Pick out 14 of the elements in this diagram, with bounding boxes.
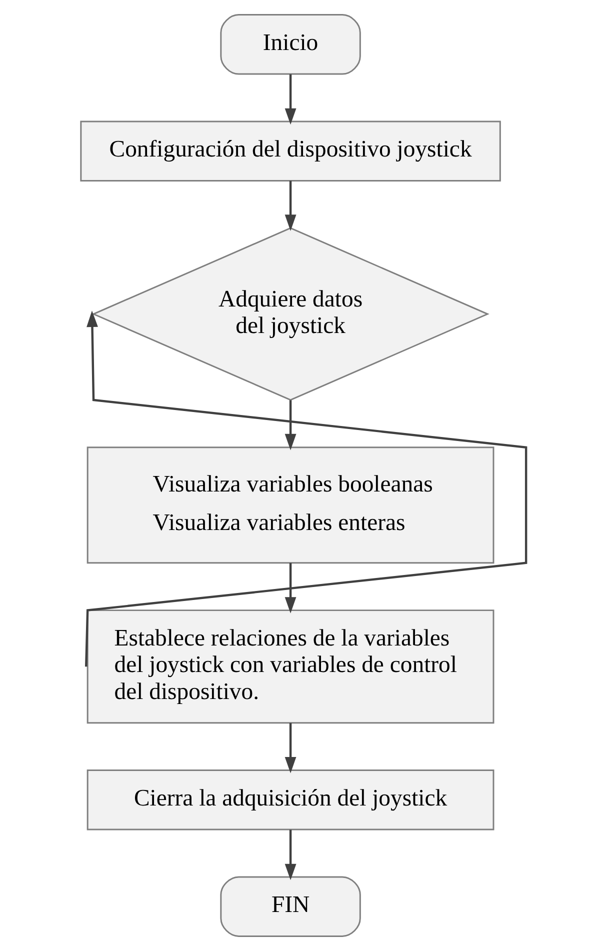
node-box: Establece relaciones de la variables del joystick con variables de control del dispositivo.	[86, 610, 494, 724]
node-box: Visualiza variables booleanas Visualiza variables enteras	[86, 446, 494, 564]
arrow	[284, 830, 296, 880]
arrow	[284, 562, 296, 614]
node-diamond: Adquiere datos del joystick	[91, 227, 489, 401]
arrow	[284, 180, 296, 231]
node-box: Inicio	[220, 14, 360, 75]
node-box: FIN	[220, 876, 360, 937]
node-box: Configuración del dispositivo joystick	[80, 120, 500, 182]
arrow	[284, 400, 296, 450]
arrow	[284, 74, 296, 125]
arrow	[284, 722, 296, 774]
node-box: Cierra la adquisición del joystick	[86, 770, 494, 830]
arrow	[84, 310, 527, 667]
